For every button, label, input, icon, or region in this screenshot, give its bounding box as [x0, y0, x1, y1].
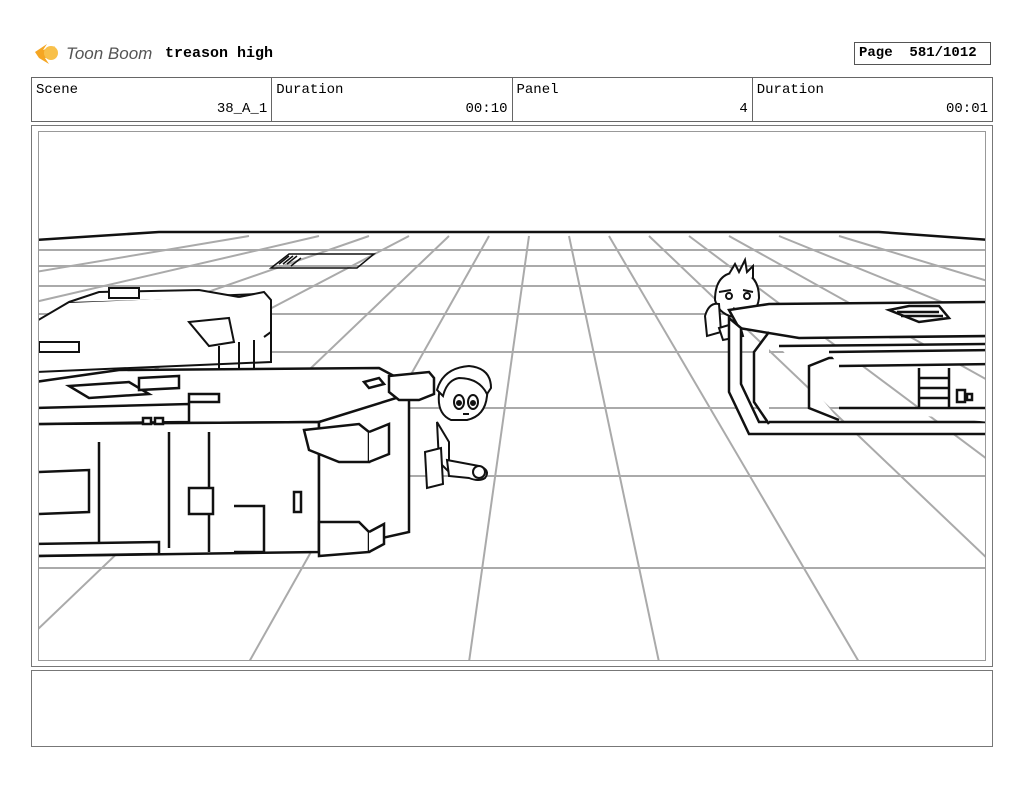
panel-cell: Panel 4: [513, 78, 753, 121]
panel-value: 4: [739, 101, 748, 117]
storyboard-panel: [31, 125, 993, 667]
scene-cell: Scene 38_A_1: [32, 78, 273, 121]
page-number: 581/1012: [909, 45, 977, 61]
scene-duration-cell: Duration 00:10: [272, 78, 513, 121]
project-title: treason high: [165, 45, 274, 62]
scene-duration-value: 00:10: [465, 101, 508, 117]
panel-info-row: Scene 38_A_1 Duration 00:10 Panel 4 Dura…: [31, 77, 993, 122]
toon-boom-logo: Toon Boom: [33, 38, 158, 68]
scene-label: Scene: [36, 82, 79, 98]
panel-duration-label: Duration: [756, 82, 824, 98]
page-indicator: Page 581/1012: [854, 42, 991, 65]
scene-duration-label: Duration: [276, 82, 344, 98]
panel-label: Panel: [516, 82, 559, 98]
floor-vent: [268, 253, 377, 269]
panel-artwork: [38, 131, 986, 661]
horizon-line: [39, 230, 985, 241]
panel-sketch: [39, 230, 985, 660]
scene-value: 38_A_1: [216, 101, 268, 117]
logo-text: Toon Boom: [66, 44, 152, 63]
panel-duration-value: 00:01: [945, 101, 988, 117]
panel-duration-cell: Duration 00:01: [753, 78, 992, 121]
toon-boom-logo-graphic: Toon Boom: [35, 44, 152, 64]
front-left-machine: [39, 366, 436, 558]
page-label: Page: [859, 45, 893, 61]
character-girl-left: [423, 364, 493, 490]
right-console: [727, 300, 985, 436]
back-left-machine: [39, 287, 272, 373]
panel-notes: [31, 670, 993, 747]
